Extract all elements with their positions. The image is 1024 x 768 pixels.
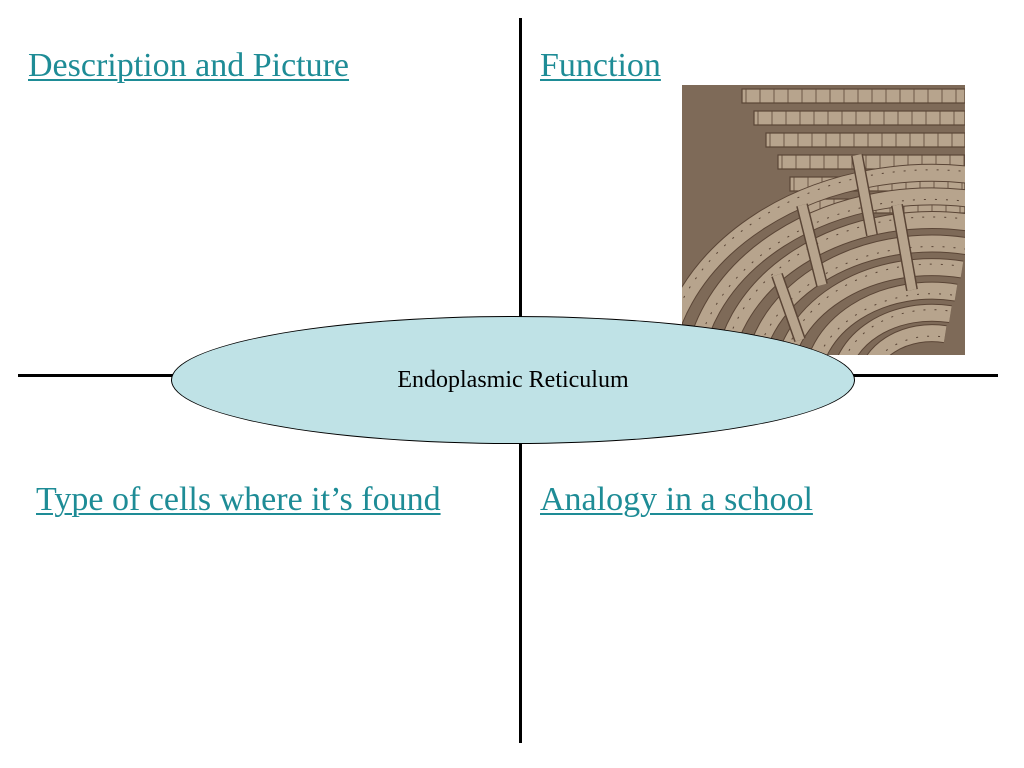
center-label: Endoplasmic Reticulum bbox=[397, 367, 629, 393]
heading-analogy-in-a-school[interactable]: Analogy in a school bbox=[540, 481, 813, 518]
brick-maze-photo bbox=[682, 85, 965, 355]
heading-description-and-picture[interactable]: Description and Picture bbox=[28, 47, 350, 84]
center-ellipse: Endoplasmic Reticulum bbox=[171, 316, 855, 444]
heading-type-of-cells[interactable]: Type of cells where it’s found bbox=[36, 481, 441, 518]
heading-function[interactable]: Function bbox=[540, 47, 661, 84]
brick-maze-icon bbox=[682, 85, 965, 355]
